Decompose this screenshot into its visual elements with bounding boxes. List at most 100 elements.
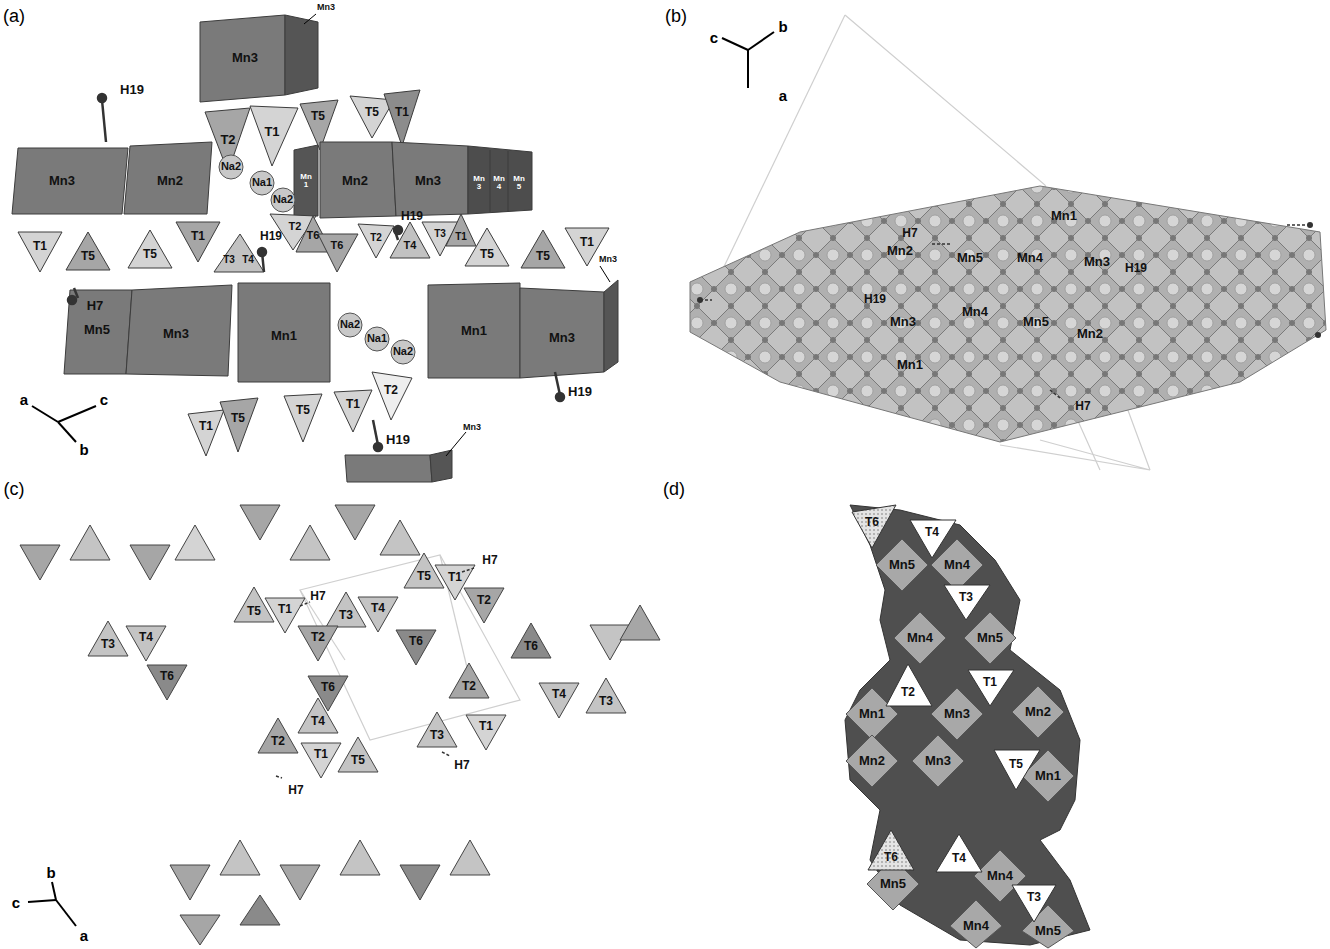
panel-label: (c) bbox=[4, 480, 25, 499]
atom-label: T3 bbox=[959, 591, 973, 604]
atom-label: T1 bbox=[278, 603, 292, 616]
atom-label: Na2 bbox=[393, 346, 413, 358]
atom-label: Na2 bbox=[340, 319, 360, 331]
atom-label: Mn3 bbox=[463, 423, 481, 432]
atom-label: Mn3 bbox=[890, 315, 916, 329]
axis-label: a bbox=[779, 88, 787, 104]
atom-label: T3 bbox=[434, 229, 446, 240]
atom-label: H19 bbox=[401, 210, 423, 223]
atom-label: Mn5 bbox=[880, 877, 906, 891]
atom-label: Mn1 bbox=[461, 324, 487, 338]
atom-label: Mn3 bbox=[163, 327, 189, 341]
atom-label: Mn3 bbox=[415, 174, 441, 188]
atom-label: Mn2 bbox=[342, 174, 368, 188]
atom-label: H7 bbox=[482, 554, 497, 567]
atom-label: T5 bbox=[81, 250, 95, 263]
atom-label: T5 bbox=[143, 248, 157, 261]
atom-label: Mn4 bbox=[944, 558, 970, 572]
atom-label: H19 bbox=[120, 83, 144, 97]
atom-label: T5 bbox=[536, 250, 550, 263]
atom-label: Mn 3 bbox=[473, 175, 485, 192]
atom-label: T4 bbox=[139, 631, 153, 644]
atom-label: Mn 5 bbox=[513, 175, 525, 192]
atom-label: Mn 1 bbox=[300, 173, 312, 190]
atom-label: T3 bbox=[339, 609, 353, 622]
atom-label: Mn1 bbox=[1035, 769, 1061, 783]
atom-label: H7 bbox=[1075, 400, 1090, 413]
atom-label: Mn 4 bbox=[493, 175, 505, 192]
atom-label: Mn1 bbox=[859, 707, 885, 721]
atom-label: T6 bbox=[331, 240, 344, 252]
atom-label: T6 bbox=[321, 681, 335, 694]
atom-label: Mn3 bbox=[317, 3, 335, 12]
axis-label: c bbox=[12, 895, 20, 911]
atom-label: Mn1 bbox=[271, 329, 297, 343]
atom-label: T1 bbox=[33, 240, 47, 253]
atom-label: T4 bbox=[952, 852, 966, 865]
atom-label: H7 bbox=[288, 784, 303, 797]
atom-label: T4 bbox=[404, 240, 417, 252]
atom-label: Mn3 bbox=[599, 255, 617, 264]
atom-label: Mn2 bbox=[1077, 327, 1103, 341]
axis-label: a bbox=[80, 928, 88, 944]
panel-label: (d) bbox=[663, 480, 685, 499]
atom-label: H7 bbox=[902, 227, 917, 240]
atom-label: T5 bbox=[480, 248, 494, 261]
axis-label: c bbox=[710, 30, 718, 46]
panel-label: (a) bbox=[3, 7, 25, 26]
atom-label: T3 bbox=[1027, 891, 1041, 904]
atom-label: Mn5 bbox=[1035, 924, 1061, 938]
atom-label: T5 bbox=[296, 404, 310, 417]
atom-label: Mn2 bbox=[157, 174, 183, 188]
atom-label: Mn5 bbox=[84, 323, 110, 337]
atom-label: Mn5 bbox=[889, 558, 915, 572]
atom-label: Mn1 bbox=[1051, 209, 1077, 223]
atom-label: Mn2 bbox=[1025, 705, 1051, 719]
atom-label: T5 bbox=[365, 106, 379, 119]
atom-label: H19 bbox=[386, 433, 410, 447]
atom-label: T6 bbox=[884, 851, 898, 864]
atom-label: H7 bbox=[310, 590, 325, 603]
atom-label: T1 bbox=[448, 571, 462, 584]
atom-label: T2 bbox=[220, 133, 235, 147]
atom-label: T3 bbox=[223, 255, 235, 266]
atom-label: Mn3 bbox=[549, 331, 575, 345]
atom-label: Mn4 bbox=[963, 919, 989, 933]
atom-label: T6 bbox=[307, 230, 320, 242]
atom-label: T1 bbox=[346, 398, 360, 411]
atom-label: H7 bbox=[454, 759, 469, 772]
axis-label: c bbox=[100, 392, 108, 408]
panel-label: (b) bbox=[665, 7, 687, 26]
atom-label: T2 bbox=[901, 686, 915, 699]
atom-label: Mn5 bbox=[977, 631, 1003, 645]
atom-label: T6 bbox=[865, 516, 879, 529]
atom-label: T2 bbox=[477, 594, 491, 607]
atom-label: T5 bbox=[1009, 758, 1023, 771]
atom-label: Mn5 bbox=[1023, 315, 1049, 329]
atom-label: T1 bbox=[479, 720, 493, 733]
atom-label: T5 bbox=[351, 754, 365, 767]
atom-label: T6 bbox=[524, 640, 538, 653]
atom-label: T1 bbox=[455, 232, 467, 243]
atom-label: T5 bbox=[231, 412, 245, 425]
atom-label: T5 bbox=[417, 570, 431, 583]
atom-label: Mn4 bbox=[962, 305, 988, 319]
atom-label: Mn1 bbox=[897, 358, 923, 372]
atom-label: T2 bbox=[384, 384, 398, 397]
atom-label: Mn4 bbox=[1017, 251, 1043, 265]
atom-label: Na1 bbox=[252, 177, 272, 189]
axis-label: b bbox=[79, 442, 88, 458]
atom-label: Mn5 bbox=[957, 251, 983, 265]
atom-label: T1 bbox=[191, 230, 205, 243]
atom-label: H19 bbox=[568, 385, 592, 399]
atom-label: Na2 bbox=[221, 161, 241, 173]
atom-label: Mn3 bbox=[49, 174, 75, 188]
atom-label: T1 bbox=[314, 748, 328, 761]
atom-label: H19 bbox=[1125, 262, 1147, 275]
atom-label: Mn3 bbox=[232, 51, 258, 65]
atom-label: T3 bbox=[599, 695, 613, 708]
atom-label: T1 bbox=[264, 125, 279, 139]
atom-label: T4 bbox=[925, 526, 939, 539]
atom-label: Mn4 bbox=[987, 869, 1013, 883]
